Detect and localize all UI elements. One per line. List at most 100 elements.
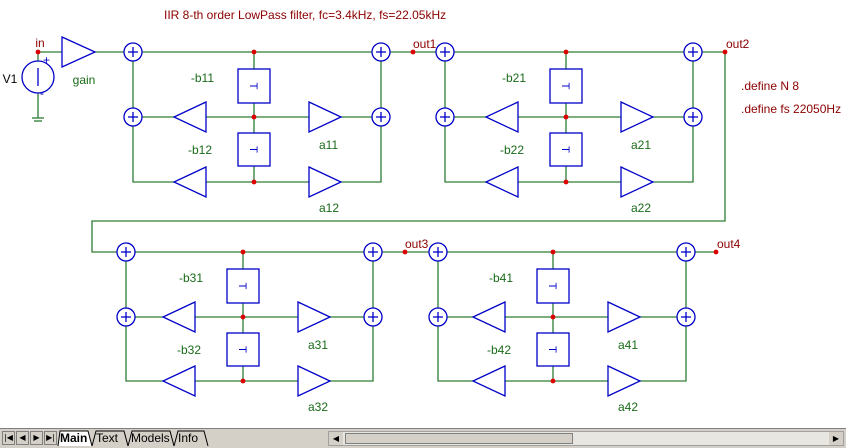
junction-node [550,314,556,320]
adder-symbol[interactable] [683,107,703,127]
delay-box [237,132,271,167]
adder-symbol[interactable] [428,307,448,327]
wire [640,326,687,382]
delay-element-symbol[interactable]: T [536,268,570,304]
junction-node [563,179,569,185]
coef-label-a2: a12 [319,201,339,215]
gain-triangle-symbol[interactable] [161,300,196,334]
delay-element-symbol[interactable]: T [549,68,583,104]
adder-symbol[interactable] [676,307,696,327]
junction-node [402,249,408,255]
junction-node [410,49,416,55]
junction-node [550,249,556,255]
adder-symbol[interactable] [116,242,136,262]
gain-triangle-symbol[interactable] [61,35,97,69]
wire [653,126,694,183]
adder-symbol[interactable] [363,307,383,327]
delay-element-symbol[interactable]: T [226,332,260,367]
junction-node [550,378,556,384]
junction-node [251,114,257,120]
tab-text[interactable]: Text [96,431,119,445]
coef-label-b1: -b11 [191,71,214,85]
delay-label: T [546,283,558,290]
gain-triangle-symbol[interactable] [308,165,343,199]
gain-triangle-symbol[interactable] [471,300,506,334]
scroll-left-icon[interactable]: ◀ [329,432,343,445]
horizontal-scrollbar[interactable]: ◀ ▶ [328,431,844,446]
define-statement: .define N 8 [741,79,799,93]
delay-element-symbol[interactable]: T [549,132,583,167]
gain-triangle-symbol[interactable] [161,364,196,398]
delay-label: T [247,146,259,153]
coef-label-b2: -b22 [500,143,524,157]
output-label-out2: out2 [726,37,750,51]
junction-node [713,249,719,255]
adder-symbol[interactable] [371,42,391,62]
wire [125,326,163,382]
schematic-title: IIR 8-th order LowPass filter, fc=3.4kHz… [164,8,446,22]
gain-triangle-symbol[interactable] [484,165,519,199]
delay-label: T [546,346,558,353]
wire [330,326,374,382]
tab-info[interactable]: Info [178,431,199,445]
next-sheet-button[interactable]: ▶ [30,431,43,445]
scroll-right-icon[interactable]: ▶ [829,432,843,445]
schematic-canvas[interactable]: IIR 8-th order LowPass filter, fc=3.4kHz… [0,0,846,428]
first-sheet-button[interactable]: |◀ [2,431,15,445]
gain-triangle-symbol[interactable] [620,100,655,134]
junction-node [563,114,569,120]
gain-triangle-symbol[interactable] [471,364,506,398]
wire [91,51,726,253]
tab-main[interactable]: Main [60,431,88,445]
coef-label-b2: -b42 [487,343,511,357]
gain-triangle-symbol[interactable] [172,100,207,134]
adder-symbol[interactable] [363,242,383,262]
delay-element-symbol[interactable]: T [237,68,271,104]
gain-triangle-symbol[interactable] [172,165,207,199]
junction-node [251,179,257,185]
scroll-thumb[interactable] [345,433,573,444]
junction-node [563,49,569,55]
output-label-out4: out4 [717,237,741,251]
adder-symbol[interactable] [371,107,391,127]
coef-label-b1: -b31 [179,271,203,285]
gain-triangle-symbol[interactable] [297,364,332,398]
coef-label-a2: a32 [308,400,328,414]
delay-element-symbol[interactable]: T [226,268,260,304]
gain-triangle-symbol[interactable] [607,364,642,398]
adder-symbol[interactable] [428,242,448,262]
gain-triangle-symbol[interactable] [297,300,332,334]
wire [437,326,473,382]
delay-box [549,132,583,167]
coef-label-a1: a21 [631,138,651,152]
delay-element-symbol[interactable]: T [536,332,570,367]
delay-element-symbol[interactable]: T [237,132,271,167]
coef-label-a2: a22 [631,201,651,215]
adder-symbol[interactable] [123,42,143,62]
gain-triangle-symbol[interactable] [620,165,655,199]
junction-node [35,49,41,55]
delay-label: T [247,83,259,90]
adder-symbol[interactable] [676,242,696,262]
source-plus-sign: + [43,53,50,67]
gain-triangle-symbol[interactable] [484,100,519,134]
adder-symbol[interactable] [123,107,143,127]
delay-label: T [559,83,571,90]
tab-models[interactable]: Models [131,431,170,445]
coef-label-b1: -b41 [489,271,513,285]
prev-sheet-button[interactable]: ◀ [16,431,29,445]
gain-triangle-symbol[interactable] [308,100,343,134]
junction-node [722,49,728,55]
gain-triangle-symbol[interactable] [607,300,642,334]
coef-label-b2: -b32 [177,343,201,357]
node-label-in: in [35,36,44,50]
junction-node [240,314,246,320]
coef-label-a2: a42 [618,400,638,414]
adder-symbol[interactable] [435,42,455,62]
adder-symbol[interactable] [683,42,703,62]
last-sheet-button[interactable]: ▶| [44,431,57,445]
adder-symbol[interactable] [435,107,455,127]
output-label-out1: out1 [413,37,437,51]
wire [444,126,486,183]
adder-symbol[interactable] [116,307,136,327]
